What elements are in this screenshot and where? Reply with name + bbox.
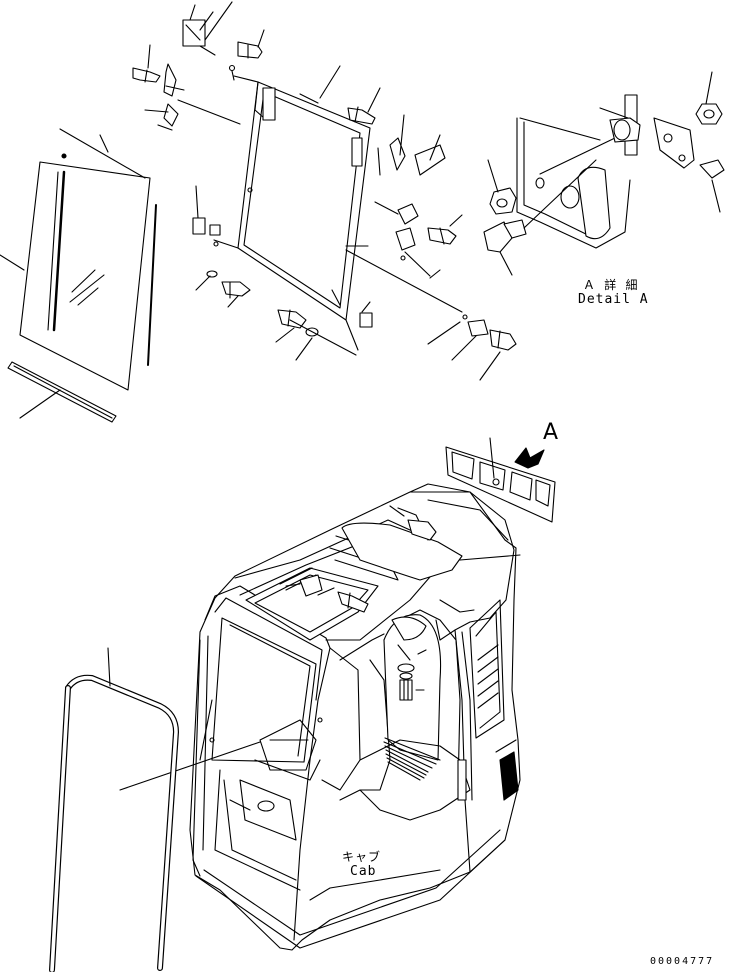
glass-seal-strip [7, 361, 117, 423]
cab-label-ja: キャブ [342, 850, 382, 864]
lower-bolt-set [275, 249, 517, 381]
frame-bolt-set [347, 87, 446, 176]
cab-body [119, 483, 521, 951]
document-number: 00004777 [650, 956, 715, 967]
callout-letter-a: A [543, 420, 559, 445]
upper-latch-bracket [182, 1, 265, 81]
door-seal [49, 647, 179, 972]
window-glass [0, 128, 157, 391]
window-frame [213, 65, 371, 351]
visor-panel [445, 437, 556, 523]
detail-a-label-ja: Ａ 詳 細 [583, 278, 639, 292]
left-hinge-bolt [132, 44, 241, 131]
detail-a-label-en: Detail A [578, 292, 649, 307]
detail-a-view [483, 71, 725, 276]
cab-label-en: Cab [350, 864, 377, 879]
right-latch-set [345, 201, 463, 279]
left-clip-set [192, 185, 251, 308]
